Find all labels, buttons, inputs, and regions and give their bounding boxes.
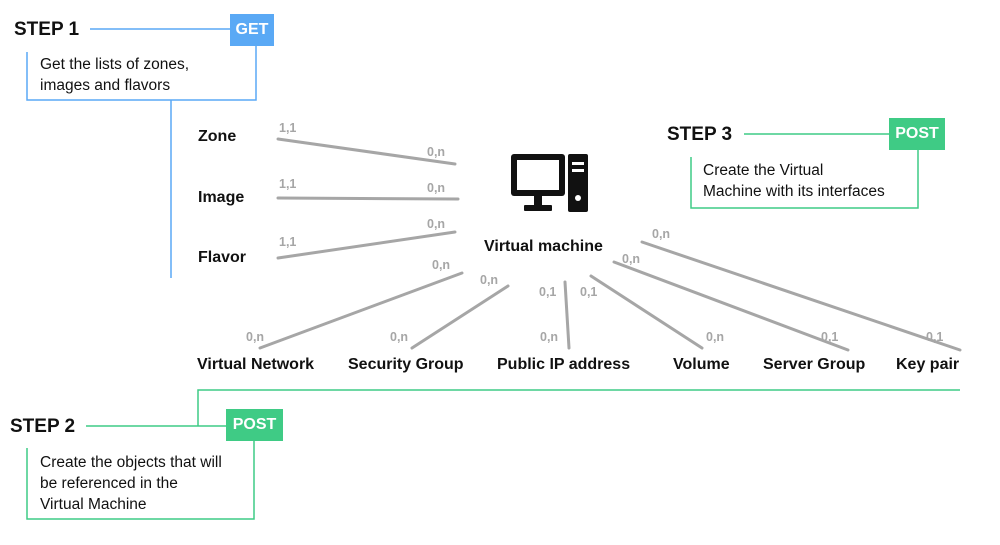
step2-post-badge: POST: [226, 409, 283, 441]
step3-text-line: Create the Virtual: [703, 162, 824, 179]
key-pair-cardinality: 0,1: [926, 330, 944, 344]
image-cardinality: 1,1: [279, 177, 297, 191]
security-group-relation-line: [410, 284, 510, 350]
flavor-relation-line: [276, 230, 457, 260]
volume-cardinality: 0,n: [706, 330, 725, 344]
zone-relation-line: [276, 137, 457, 166]
server-group-vm-cardinality: 0,n: [622, 252, 641, 266]
virtual-machine-label: Virtual machine: [484, 238, 603, 255]
public-ip-cardinality: 0,n: [540, 330, 559, 344]
step2-bracket: [26, 389, 960, 520]
entity-server-group: Server Group: [763, 356, 866, 373]
security-group-cardinality: 0,n: [390, 330, 409, 344]
step2-text-line: be referenced in the: [40, 475, 178, 492]
get-badge: GET: [230, 14, 274, 46]
security-group-vm-cardinality: 0,n: [480, 273, 499, 287]
entity-zone: Zone: [198, 128, 237, 145]
entity-volume: Volume: [673, 356, 730, 373]
entity-key-pair: Key pair: [896, 356, 960, 373]
flavor-cardinality: 1,1: [279, 235, 297, 249]
virtual-network-vm-cardinality: 0,n: [432, 258, 451, 272]
entity-security-group: Security Group: [348, 356, 464, 373]
step2-title: STEP 2: [10, 416, 76, 437]
virtual-network-cardinality: 0,n: [246, 330, 265, 344]
step3-post-badge: POST: [889, 118, 945, 150]
flavor-vm-cardinality: 0,n: [427, 217, 446, 231]
server-group-cardinality: 0,1: [821, 330, 839, 344]
key-pair-relation-line: [640, 240, 962, 352]
public-ip-relation-line: [563, 280, 571, 350]
entity-flavor: Flavor: [198, 249, 247, 266]
public-ip-vm-cardinality: 0,1: [539, 285, 557, 299]
step1-text-line: images and flavors: [40, 77, 171, 94]
desktop-computer-icon: [511, 154, 588, 212]
relation-lines: [258, 137, 962, 352]
step1-text-line: Get the lists of zones,: [40, 56, 190, 73]
zone-vm-cardinality: 0,n: [427, 145, 446, 159]
step1-bracket: [26, 28, 257, 278]
image-relation-line: [276, 196, 460, 201]
step1-description: Get the lists of zones, images and flavo…: [40, 54, 250, 96]
virtual-network-relation-line: [258, 271, 464, 350]
step1-title: STEP 1: [14, 19, 80, 40]
volume-vm-cardinality: 0,1: [580, 285, 598, 299]
step3-description: Create the Virtual Machine with its inte…: [703, 160, 913, 202]
zone-cardinality: 1,1: [279, 121, 297, 135]
server-group-relation-line: [612, 260, 850, 352]
volume-relation-line: [589, 274, 704, 350]
step3-text-line: Machine with its interfaces: [703, 183, 885, 200]
entity-virtual-network: Virtual Network: [197, 356, 315, 373]
entity-public-ip-address: Public IP address: [497, 356, 631, 373]
step2-description: Create the objects that will be referenc…: [40, 452, 252, 515]
step3-bracket: [690, 133, 919, 209]
key-pair-vm-cardinality: 0,n: [652, 227, 671, 241]
step2-text-line: Virtual Machine: [40, 496, 147, 513]
step3-title: STEP 3: [667, 124, 733, 145]
image-vm-cardinality: 0,n: [427, 181, 446, 195]
entity-image: Image: [198, 189, 245, 206]
step2-text-line: Create the objects that will: [40, 454, 222, 471]
